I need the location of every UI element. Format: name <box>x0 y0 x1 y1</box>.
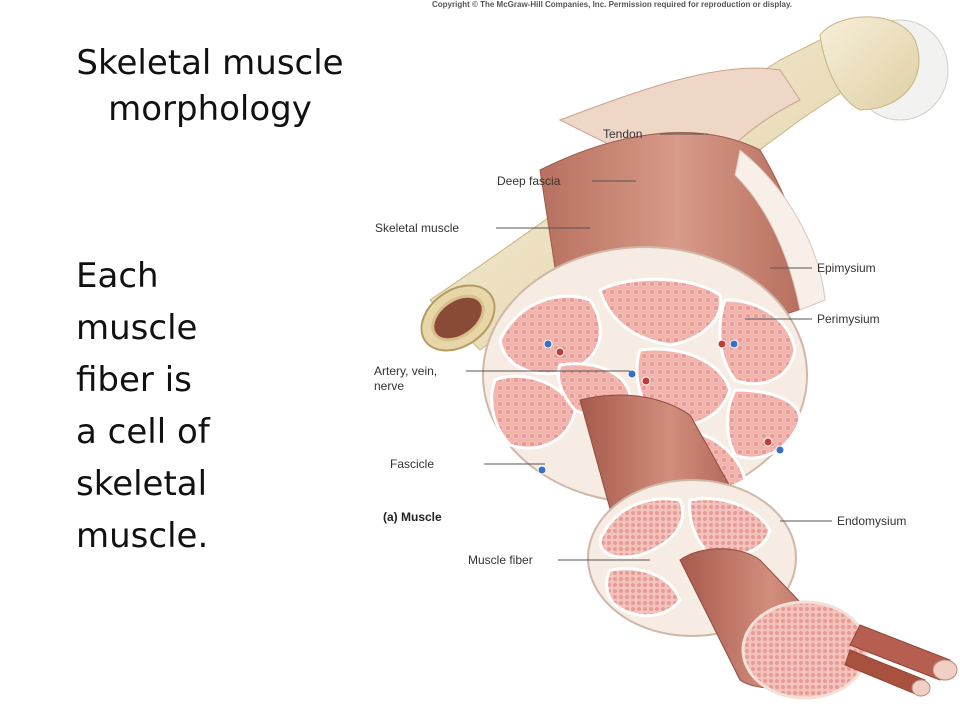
body-line-1: Each <box>76 256 159 296</box>
label-tendon: Tendon <box>603 127 642 141</box>
label-epimysium: Epimysium <box>817 261 876 275</box>
label-endomysium: Endomysium <box>837 514 906 528</box>
slide-body-text: Each muscle fiber is a cell of skeletal … <box>76 250 246 562</box>
bone-epiphysis <box>819 16 920 111</box>
label-artery-vein: Artery, vein, <box>374 364 437 378</box>
muscle-fiber-cross-section <box>741 600 869 700</box>
leader-lines <box>466 133 832 561</box>
body-line-2: muscle <box>76 308 198 348</box>
slide-title: Skeletal muscle morphology <box>40 40 380 132</box>
myofibrils <box>844 624 958 697</box>
body-line-6: muscle. <box>76 516 209 556</box>
panel-label: (a) Muscle <box>383 510 442 524</box>
bone-marrow <box>431 294 485 342</box>
label-nerve: nerve <box>374 379 404 393</box>
label-perimysium: Perimysium <box>817 312 880 326</box>
label-muscle-fiber: Muscle fiber <box>468 553 533 567</box>
body-line-3: fiber is <box>76 360 192 400</box>
label-deep-fascia: Deep fascia <box>497 174 561 188</box>
copyright-notice: Copyright © The McGraw-Hill Companies, I… <box>432 0 793 9</box>
epimysium-sheet <box>734 149 826 311</box>
body-line-5: skeletal <box>76 464 208 504</box>
blood-vessels <box>537 339 785 475</box>
label-skeletal-muscle: Skeletal muscle <box>375 221 459 235</box>
body-line-4: a cell of <box>76 412 210 452</box>
title-line-1: Skeletal muscle <box>76 43 344 83</box>
title-line-2: morphology <box>108 89 312 129</box>
label-fascicle: Fascicle <box>390 457 434 471</box>
